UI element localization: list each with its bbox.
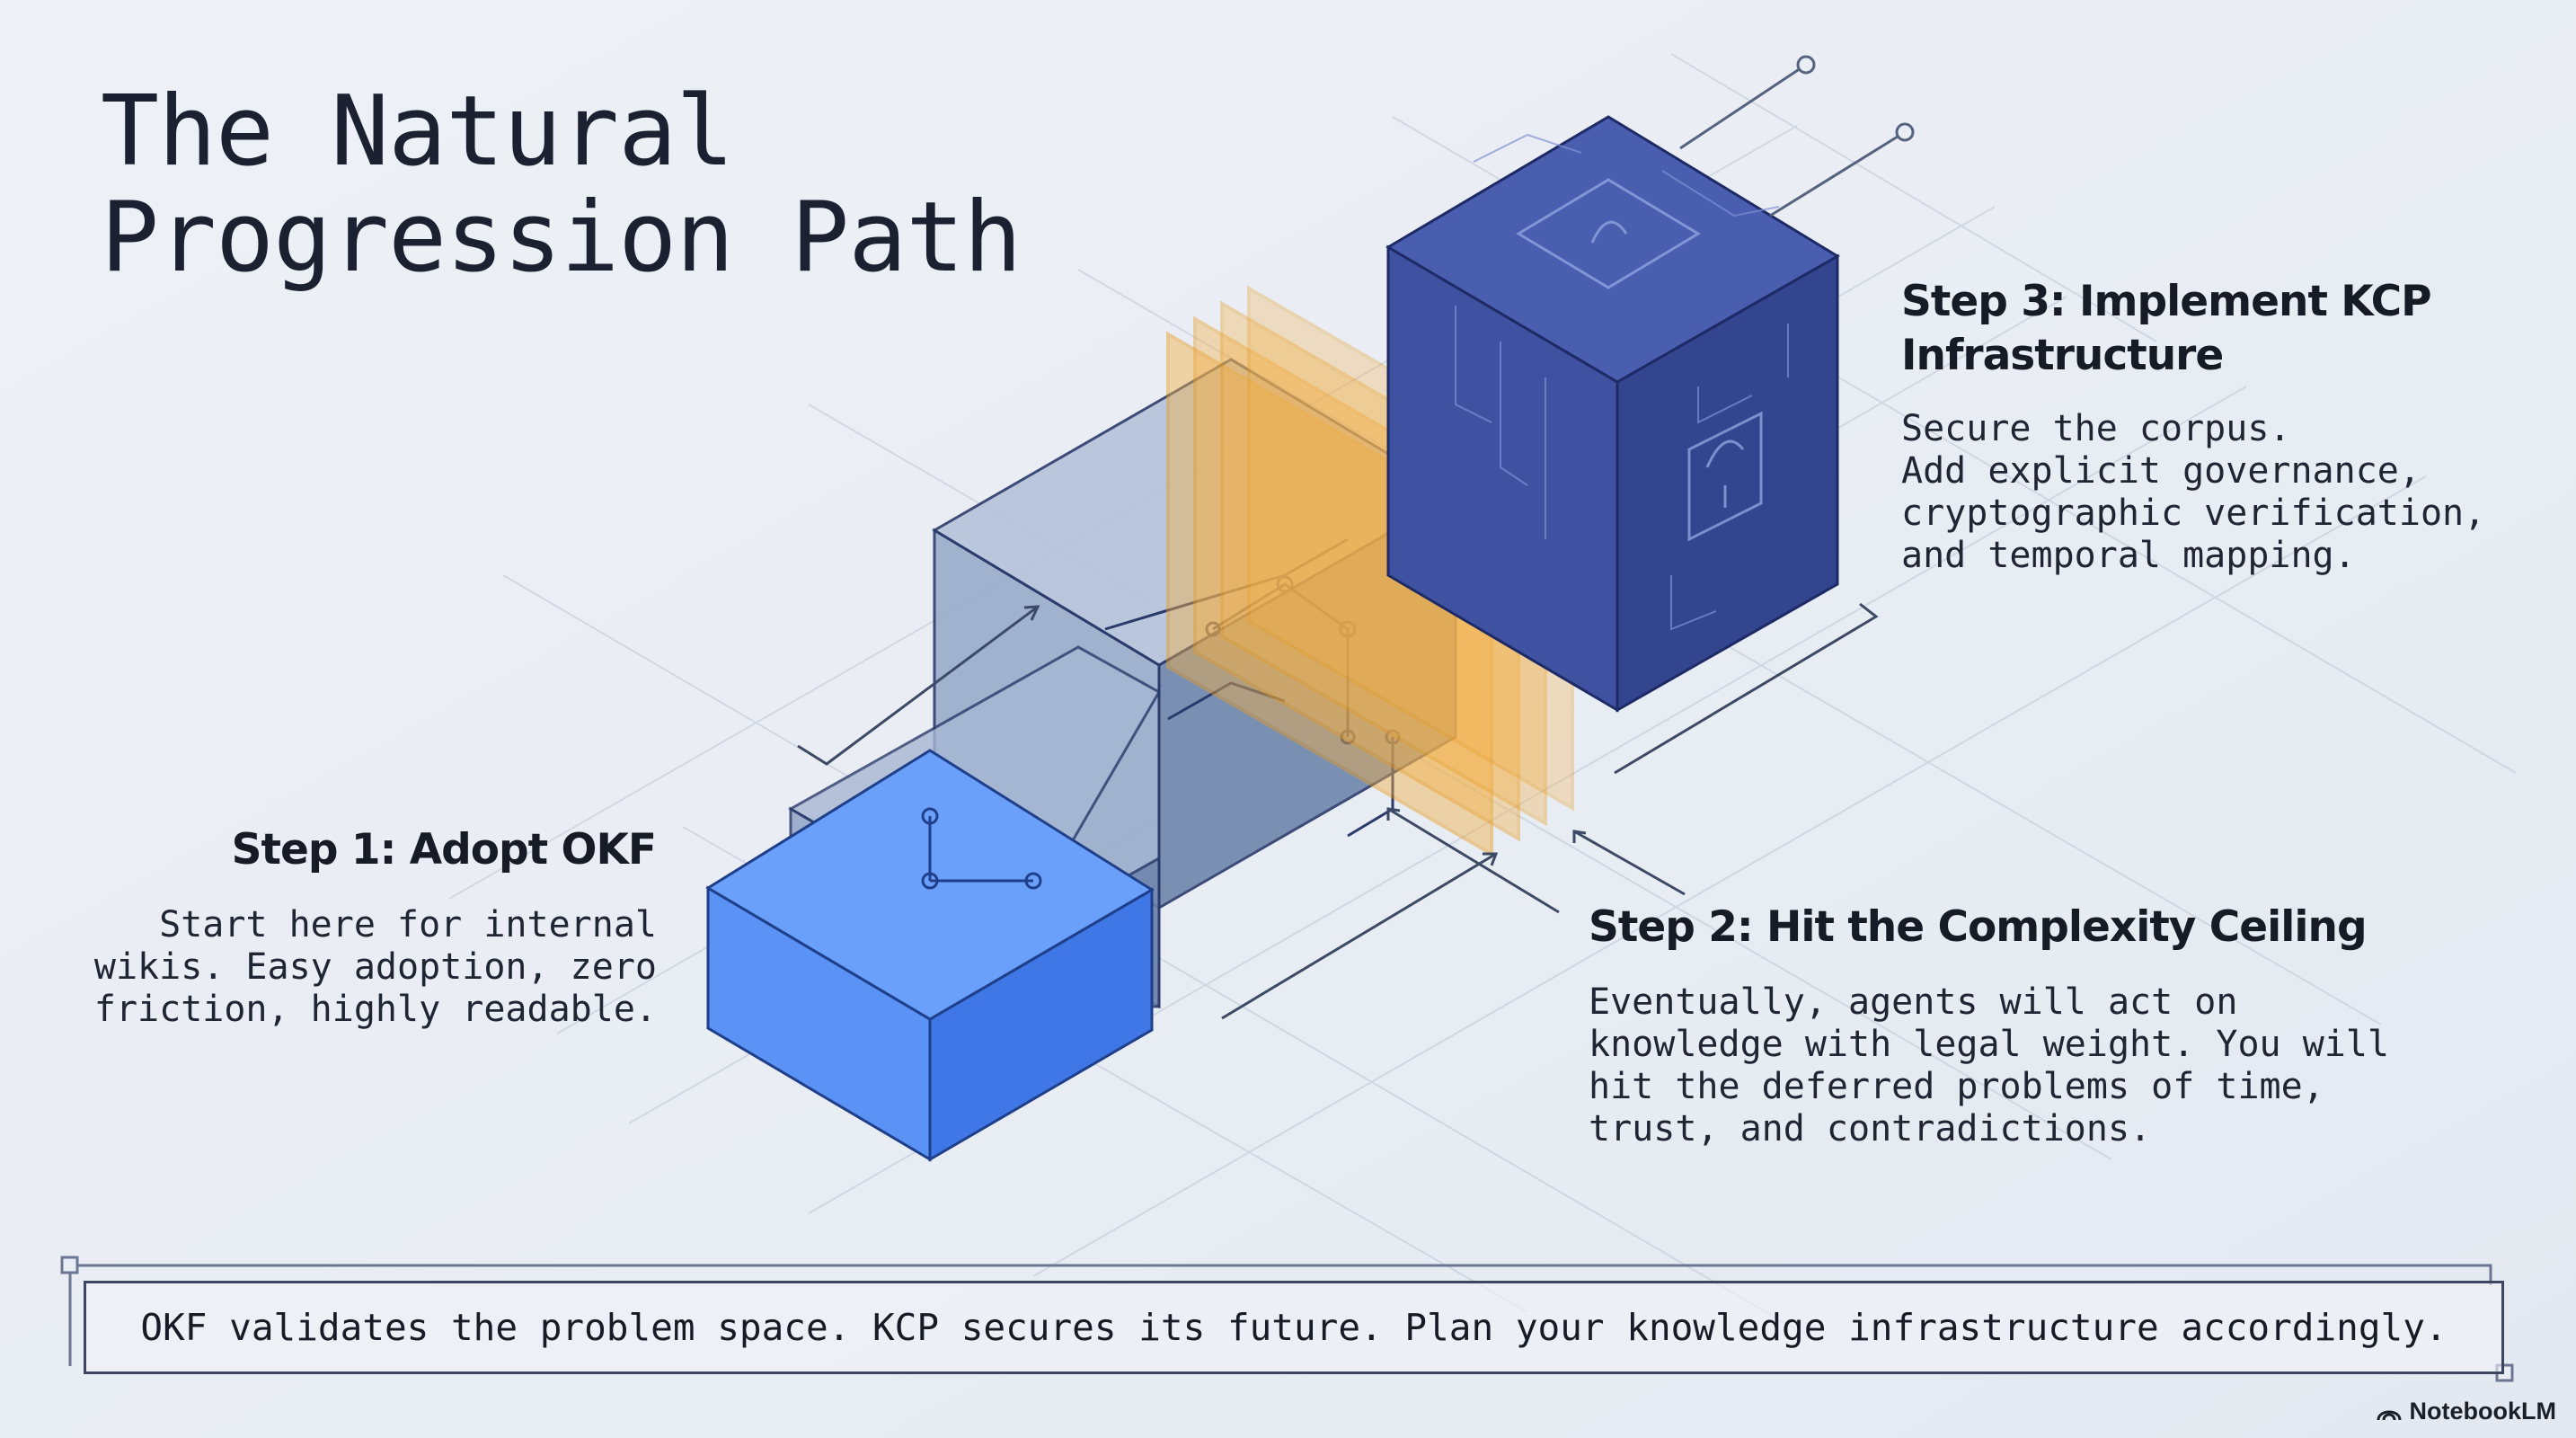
title-line-2: Progression Path [101,182,1022,294]
brand-watermark: NotebookLM [2376,1398,2556,1425]
title-line-1: The Natural [101,75,734,188]
step3-body: Secure the corpus. Add explicit governan… [1901,408,2486,576]
cube-circuits [1455,133,1789,631]
step3-block [1385,115,1840,713]
connector-lines [1679,55,1915,217]
brand-name: NotebookLM [2409,1398,2556,1425]
notebooklm-logo-icon [2377,1410,2402,1420]
step1-block [705,749,1155,1162]
circuit-icon [1104,537,1401,838]
conclusion-banner: OKF validates the problem space. KCP sec… [84,1281,2504,1374]
step3-heading: Step 3: Implement KCP Infrastructure [1901,277,2432,380]
step2-body: Eventually, agents will act on knowledge… [1589,981,2390,1150]
step1-body: Start here for internal wikis. Easy adop… [93,904,657,1030]
arrow-icon [797,602,1879,1020]
banner-text: OKF validates the problem space. KCP sec… [140,1306,2448,1349]
step1-heading: Step 1: Adopt OKF [231,825,657,874]
step2-heading: Step 2: Hit the Complexity Ceiling [1589,902,2368,952]
lock-icon [1516,178,1701,289]
network-icon [921,807,1042,890]
page-title: The Natural Progression Path [101,75,1022,294]
padlock-icon [1687,411,1763,542]
